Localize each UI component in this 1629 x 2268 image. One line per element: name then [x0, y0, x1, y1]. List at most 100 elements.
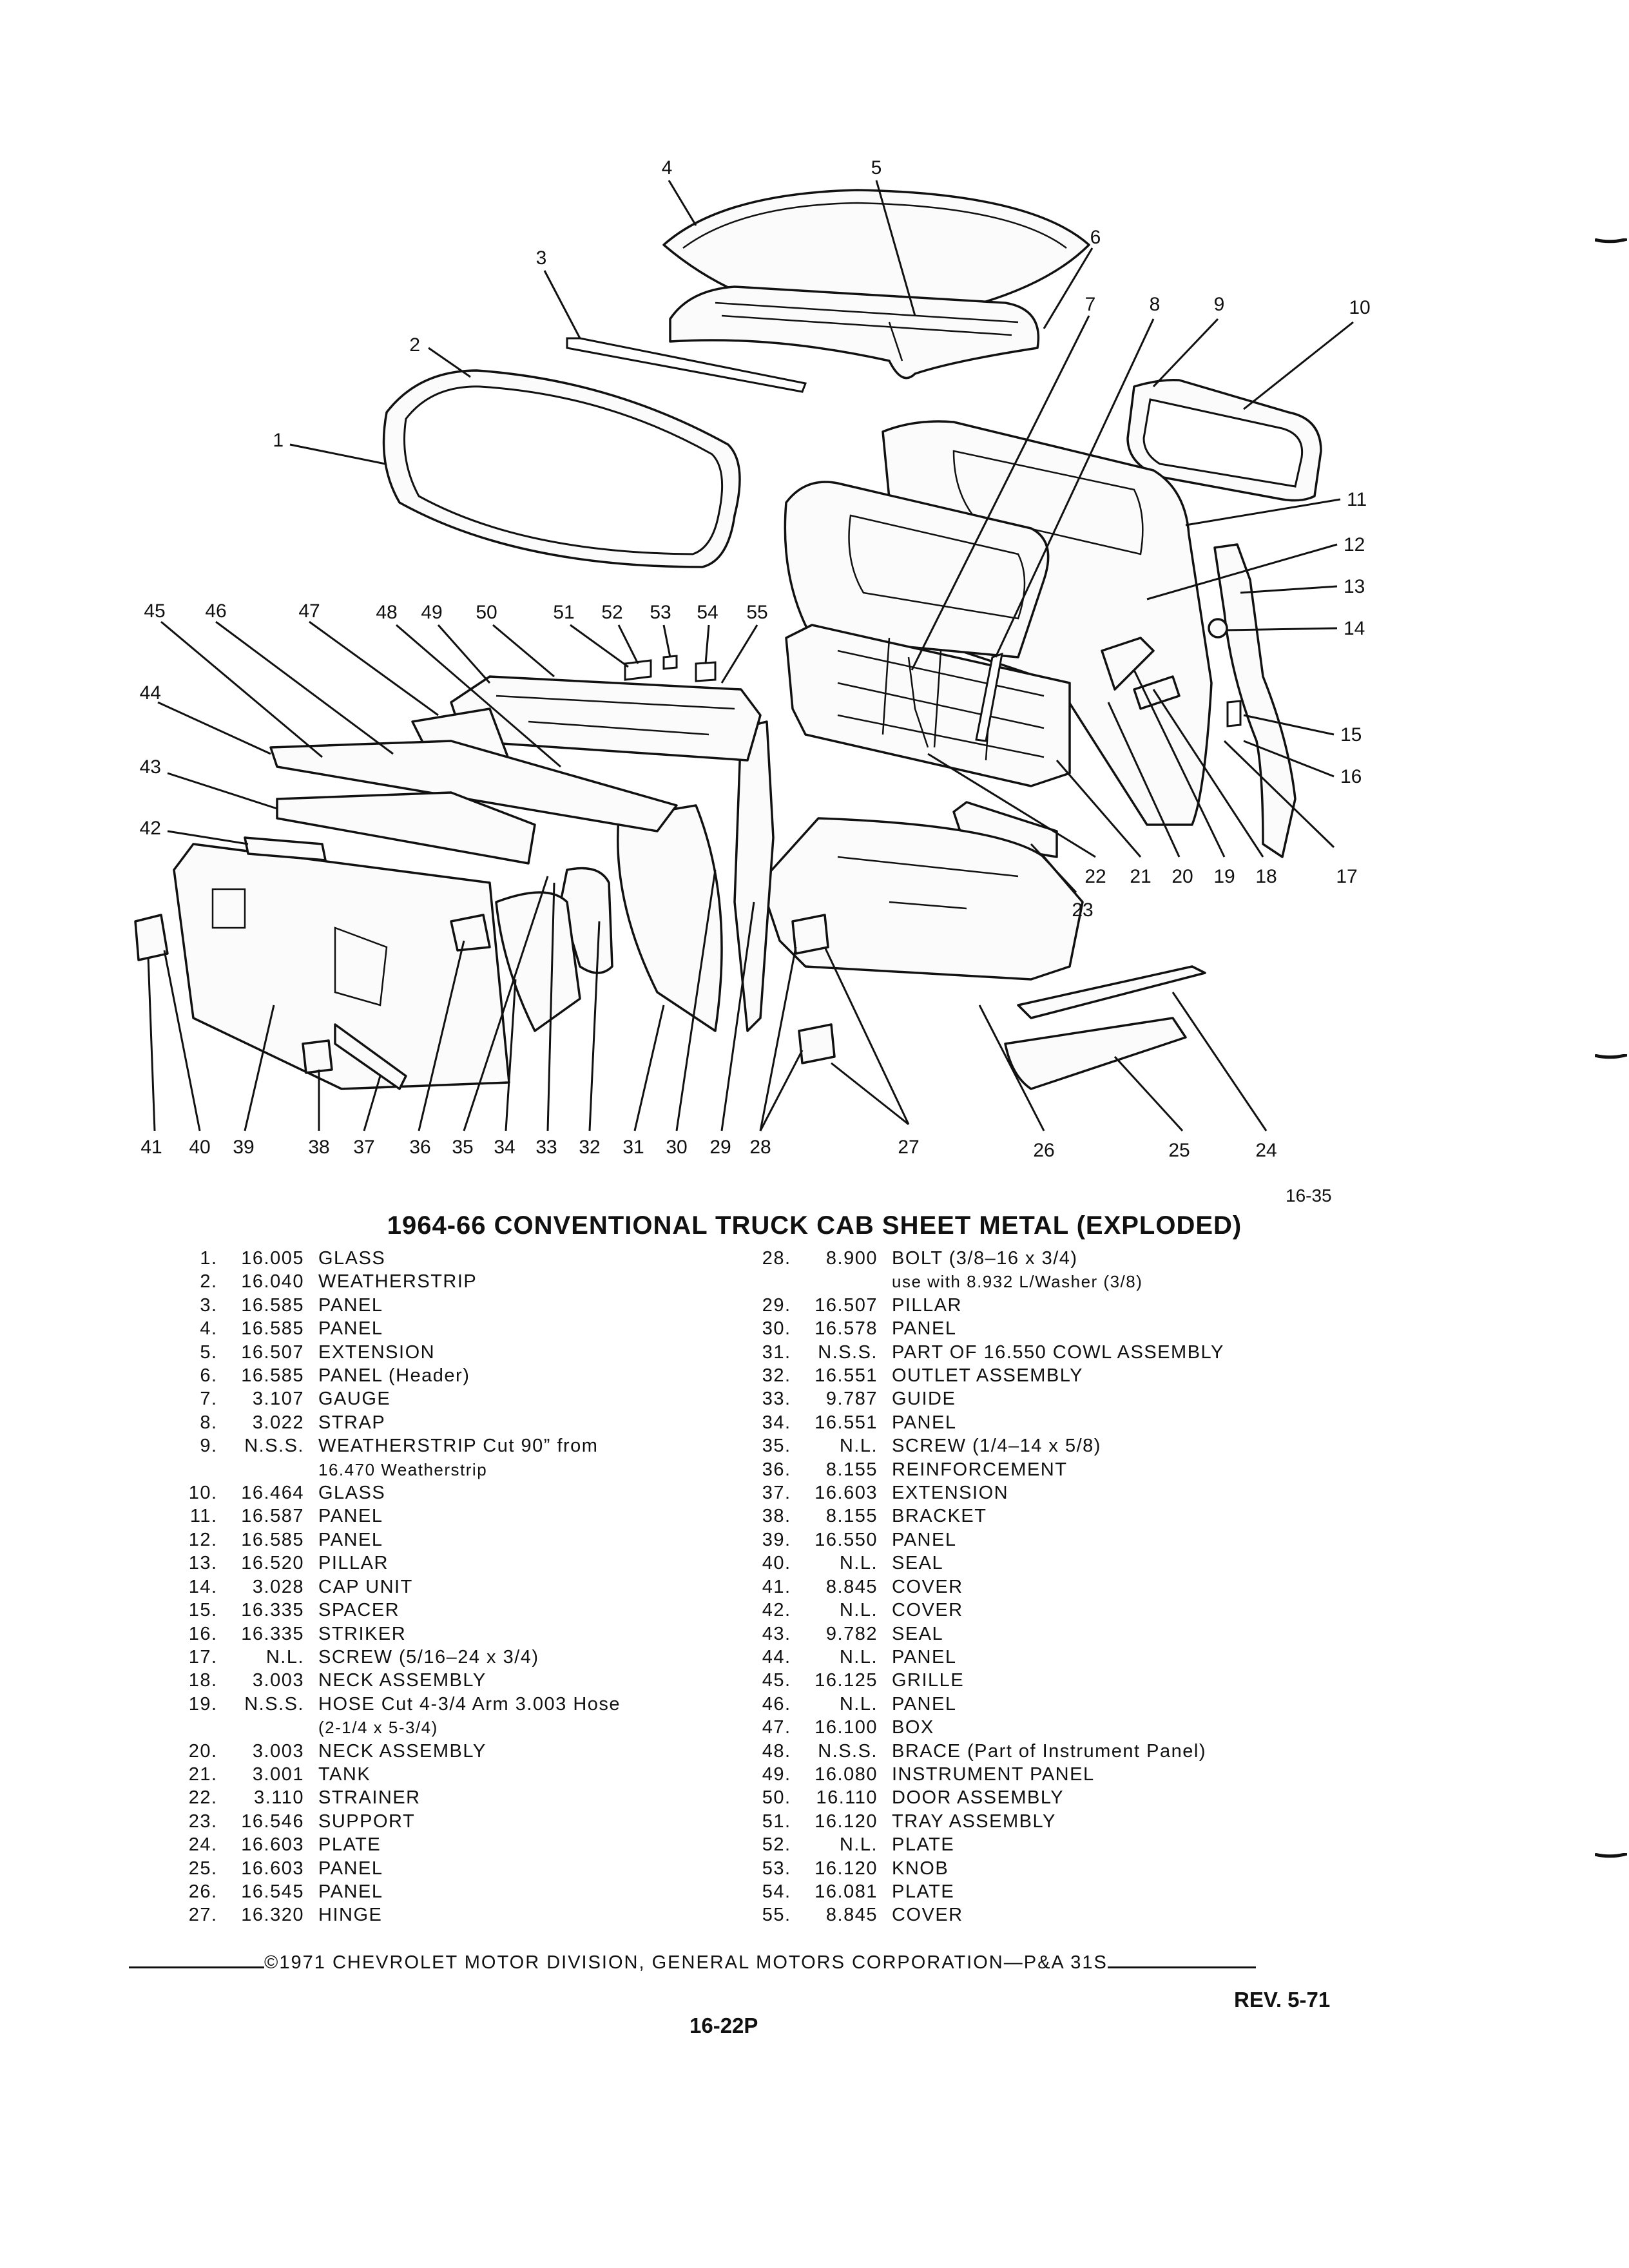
part-dot: . — [211, 1834, 218, 1856]
part-code: 16.603 — [815, 1483, 878, 1504]
part-number: 53 — [762, 1858, 785, 1879]
part-dot: . — [785, 1576, 791, 1597]
edge-mark — [1595, 238, 1627, 244]
part-dot: . — [211, 1365, 218, 1387]
part-number: 36 — [762, 1459, 785, 1480]
part-description: KNOB — [892, 1858, 949, 1879]
part-number: 18 — [188, 1670, 211, 1691]
rocker-panel — [1004, 1017, 1187, 1090]
part-row: 48.N.S.S.BRACE (Part of Instrument Panel… — [760, 1740, 1224, 1763]
part-dot: . — [211, 1412, 218, 1433]
callout-48: 48 — [376, 602, 397, 623]
part-number: 32 — [762, 1365, 785, 1387]
part-dot: . — [785, 1365, 791, 1387]
part-dot: . — [785, 1740, 791, 1762]
callout-40: 40 — [189, 1137, 210, 1158]
part-description: HINGE — [318, 1905, 383, 1926]
part-row: 44.N.L.PANEL — [760, 1646, 1224, 1669]
part-number: 52 — [762, 1834, 785, 1856]
part-description: PILLAR — [892, 1294, 962, 1316]
part-number: 37 — [762, 1483, 785, 1504]
part-dot: . — [785, 1693, 791, 1715]
callout-46: 46 — [205, 601, 226, 622]
part-number: 24 — [188, 1834, 211, 1856]
part-code: 16.585 — [241, 1365, 304, 1387]
callout-45: 45 — [144, 601, 165, 622]
part-code: 16.040 — [241, 1271, 304, 1293]
part-number: 22 — [188, 1787, 211, 1809]
part-description: COVER — [892, 1905, 963, 1926]
part-code: 16.100 — [815, 1717, 878, 1738]
part-number: 5 — [200, 1341, 211, 1363]
part-code: 16.545 — [241, 1881, 304, 1902]
callout-11: 11 — [1347, 489, 1367, 510]
callout-20: 20 — [1171, 866, 1193, 887]
part-code: 16.603 — [241, 1834, 304, 1856]
callout-41: 41 — [140, 1137, 162, 1158]
part-row: 24. 16.603 PLATE — [187, 1833, 621, 1856]
callout-3: 3 — [536, 247, 547, 269]
page-title: 1964-66 CONVENTIONAL TRUCK CAB SHEET MET… — [387, 1211, 1242, 1240]
page-number: 16-22P — [689, 2013, 758, 2037]
part-description: PLATE — [318, 1834, 381, 1856]
part-description: PILLAR — [318, 1553, 389, 1574]
part-description: SPACER — [318, 1600, 400, 1621]
part-description: TRAY ASSEMBLY — [892, 1811, 1056, 1832]
callout-31: 31 — [622, 1137, 644, 1158]
callout-4: 4 — [662, 157, 673, 178]
part-dot: . — [211, 1318, 218, 1340]
callout-55: 55 — [746, 602, 767, 623]
part-row: 40.N.L.SEAL — [760, 1552, 1224, 1575]
part-code: N.S.S. — [244, 1693, 304, 1715]
part-code: 16.550 — [815, 1529, 878, 1550]
part-description: BOX — [892, 1717, 934, 1738]
part-description: EXTENSION — [892, 1483, 1009, 1504]
part-dot: . — [211, 1553, 218, 1574]
part-number: 26 — [188, 1881, 211, 1902]
callout-5: 5 — [871, 157, 882, 178]
callout-22: 22 — [1084, 866, 1106, 887]
part-code: 16.005 — [241, 1248, 304, 1269]
part-number: 10 — [188, 1483, 211, 1504]
callout-1: 1 — [273, 430, 284, 451]
callout-7: 7 — [1085, 294, 1096, 315]
part-description: PLATE — [892, 1881, 955, 1902]
part-dot: . — [211, 1436, 218, 1457]
part-dot: . — [785, 1506, 791, 1527]
part-code: 8.845 — [825, 1905, 878, 1926]
part-row: 46.N.L.PANEL — [760, 1693, 1224, 1716]
callout-49: 49 — [421, 602, 442, 623]
part-number: 35 — [762, 1436, 785, 1457]
part-number: 4 — [200, 1318, 211, 1340]
part-code: N.S.S. — [244, 1436, 304, 1457]
part-number: 43 — [762, 1623, 785, 1644]
rear-glass — [1142, 398, 1304, 488]
part-code: 16.125 — [815, 1670, 878, 1691]
part-dot: . — [785, 1646, 791, 1667]
part-code: 3.003 — [252, 1670, 304, 1691]
part-dot: . — [785, 1553, 791, 1574]
part-dot: . — [211, 1576, 218, 1597]
part-code: 8.900 — [825, 1248, 878, 1269]
part-dot: . — [211, 1905, 218, 1926]
copyright-line: ©1971 CHEVROLET MOTOR DIVISION, GENERAL … — [129, 1952, 1353, 1974]
leader-lines — [147, 180, 1354, 1132]
part-description: HOSE Cut 4-3/4 Arm 3.003 Hose — [318, 1693, 621, 1715]
part-row: 42.N.L.COVER — [760, 1599, 1224, 1622]
part-dot: . — [211, 1787, 218, 1809]
callout-35: 35 — [452, 1137, 473, 1158]
part-code: 3.022 — [252, 1412, 304, 1433]
part-dot: . — [211, 1646, 218, 1667]
part-number: 16 — [188, 1623, 211, 1644]
part-code: N.L. — [839, 1600, 878, 1621]
grille — [269, 740, 678, 832]
